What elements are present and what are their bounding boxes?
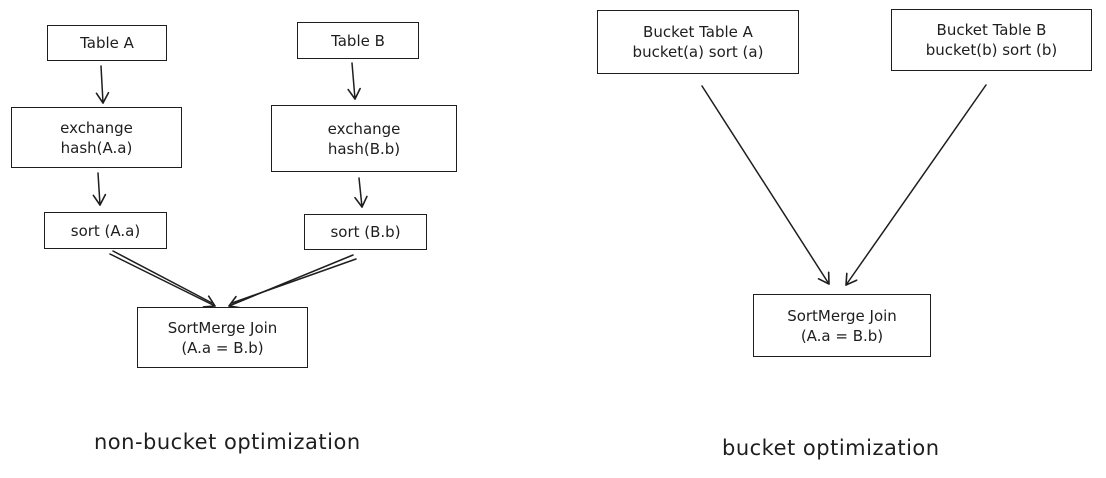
table-a-label: Table A (80, 34, 134, 52)
sort-b-label: sort (B.b) (330, 223, 401, 241)
arrow-bucket-a-to-join (701, 85, 830, 285)
bucket-table-b-node: Bucket Table B bucket(b) sort (b) (891, 9, 1092, 71)
exchange-a-line2: hash(A.a) (60, 138, 133, 157)
table-a-node: Table A (47, 25, 167, 61)
arrow-sort-b-to-join-stroke2 (231, 258, 357, 304)
bucket-table-a-node: Bucket Table A bucket(a) sort (a) (597, 10, 799, 74)
bucket-table-b-line1: Bucket Table B (936, 21, 1047, 39)
exchange-b-node: exchange hash(B.b) (271, 105, 457, 172)
arrow-exchange-b-to-sort (354, 177, 368, 208)
arrow-sort-a-to-join (109, 253, 216, 308)
arrow-table-b-to-exchange (347, 62, 361, 100)
arrow-bucket-b-to-join (845, 84, 987, 286)
table-b-label: Table B (331, 31, 385, 50)
exchange-a-line1: exchange (60, 118, 133, 137)
join-left-line1: SortMerge Join (167, 318, 278, 337)
arrow-sort-b-to-join (228, 254, 354, 309)
join-right-line2: (A.a = B.b) (800, 326, 884, 345)
arrow-sort-a-to-join-stroke2 (112, 250, 213, 304)
table-b-node: Table B (297, 22, 419, 59)
sort-a-node: sort (A.a) (44, 212, 167, 249)
bucket-table-a-line1: Bucket Table A (643, 23, 753, 41)
arrow-table-a-to-exchange (95, 65, 110, 104)
join-right-line1: SortMerge Join (787, 306, 897, 325)
exchange-b-line1: exchange (327, 119, 401, 138)
exchange-b-line2: hash(B.b) (327, 139, 401, 158)
join-left-node: SortMerge Join (A.a = B.b) (137, 307, 308, 368)
bucket-table-b-line2: bucket(b) sort (b) (925, 41, 1058, 59)
exchange-a-node: exchange hash(A.a) (11, 107, 182, 168)
caption-bucket: bucket optimization (722, 436, 940, 460)
sort-b-node: sort (B.b) (304, 214, 427, 250)
caption-non-bucket: non-bucket optimization (94, 430, 361, 454)
join-right-node: SortMerge Join (A.a = B.b) (753, 294, 931, 357)
bucket-table-a-line2: bucket(a) sort (a) (632, 43, 764, 61)
join-left-line2: (A.a = B.b) (181, 338, 264, 357)
arrow-exchange-a-to-sort (92, 172, 107, 206)
sort-a-label: sort (A.a) (70, 221, 141, 240)
